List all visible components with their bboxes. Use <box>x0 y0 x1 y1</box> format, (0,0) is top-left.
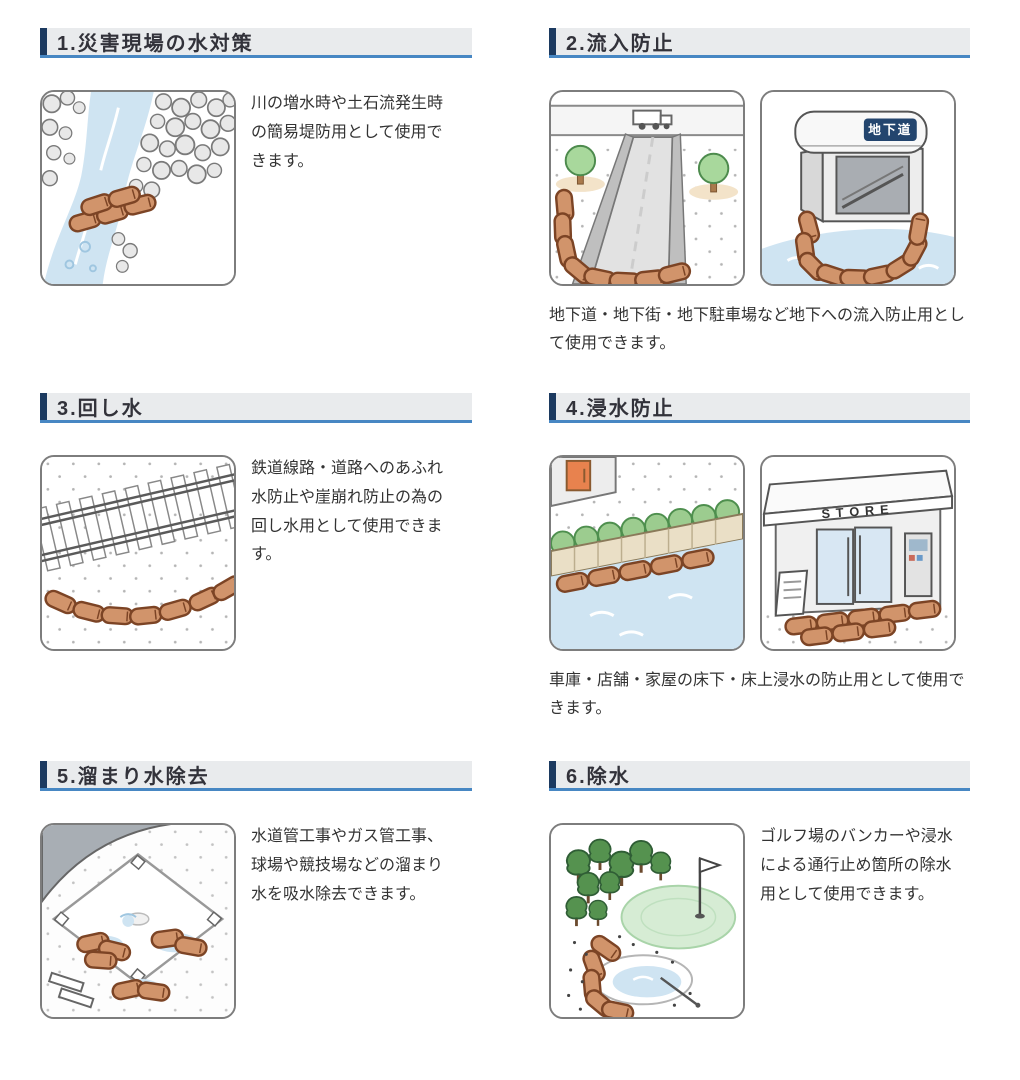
ramp <box>571 133 687 284</box>
section-title: 6.除水 <box>566 766 631 788</box>
a-frame-sign <box>774 569 809 617</box>
underground-sign <box>863 118 917 141</box>
illustration-frame <box>549 455 745 651</box>
street-wall-illustration <box>551 457 743 649</box>
river-water <box>43 92 154 284</box>
flooded-bunker <box>593 954 694 1006</box>
illustration-frame: STORE <box>760 455 956 651</box>
section-header: 3.回し水 <box>40 393 472 420</box>
section-underline <box>549 788 970 791</box>
river-dam-illustration <box>42 92 234 284</box>
section-inflow-prevention: 2.流入防止 <box>549 28 970 358</box>
building <box>551 457 617 507</box>
section-description: ゴルフ場のバンカーや浸水による通行止め箇所の除水用として使用できます。 <box>760 828 953 903</box>
awning: STORE <box>762 469 954 527</box>
specks <box>567 935 692 1011</box>
section-title: 2.流入防止 <box>566 33 675 55</box>
illustration-frame <box>549 90 745 286</box>
section-header: 1.災害現場の水対策 <box>40 28 472 55</box>
vending-machine <box>904 532 933 598</box>
underpass-structure: 地下道 <box>794 110 928 223</box>
section-underline <box>549 420 970 423</box>
boards <box>47 971 95 1009</box>
section-flood-prevention: 4.浸水防止 <box>549 393 970 723</box>
section-header: 6.除水 <box>549 761 970 788</box>
illustration-frame <box>40 823 236 1019</box>
store-sign-text: STORE <box>821 501 895 521</box>
underground-entrance-illustration: 地下道 <box>762 92 954 284</box>
illustration-frame <box>40 90 236 286</box>
illustration-frame <box>549 823 745 1019</box>
section-description: 川の増水時や土石流発生時の簡易堤防用として使用できます。 <box>251 95 444 170</box>
underpass-ramp-illustration <box>551 92 743 284</box>
underground-sign-text: 地下道 <box>868 122 912 137</box>
outfield-stand <box>42 825 172 904</box>
railway-track <box>42 463 234 572</box>
planter-wall <box>551 512 743 578</box>
section-title: 1.災害現場の水対策 <box>57 33 254 55</box>
truck <box>632 109 673 130</box>
entrance-opening <box>835 155 910 215</box>
section-underline <box>549 55 970 58</box>
section-disaster-water: 1.災害現場の水対策 <box>40 28 472 286</box>
golf-course-illustration <box>551 825 743 1017</box>
illustration-frame <box>40 455 236 651</box>
section-header: 2.流入防止 <box>549 28 970 55</box>
section-title: 4.浸水防止 <box>566 398 675 420</box>
bases <box>53 854 223 984</box>
storefront-illustration: STORE <box>762 457 954 649</box>
section-underline <box>40 55 472 58</box>
section-description: 水道管工事やガス管工事、球場や競技場などの溜まり水を吸水除去できます。 <box>251 828 444 903</box>
section-underline <box>40 420 472 423</box>
section-description: 鉄道線路・道路へのあふれ水防止や崖崩れ防止の為の回し水用として使用できます。 <box>251 460 444 564</box>
section-header: 4.浸水防止 <box>549 393 970 420</box>
section-header: 5.溜まり水除去 <box>40 761 472 788</box>
section-description: 地下道・地下街・地下駐車場など地下への流入防止用として使用できます。 <box>549 307 966 352</box>
illustration-frame: 地下道 <box>760 90 956 286</box>
section-title: 5.溜まり水除去 <box>57 766 210 788</box>
section-description: 車庫・店舗・家屋の床下・床上浸水の防止用として使用できます。 <box>549 672 965 717</box>
baseball-field-illustration <box>42 825 234 1017</box>
flag <box>695 856 723 919</box>
railroad-illustration <box>42 457 234 649</box>
section-title: 3.回し水 <box>57 398 144 420</box>
water-ripples <box>64 240 97 273</box>
putting-green <box>620 884 737 950</box>
rake <box>659 976 699 1007</box>
section-water-removal: 6.除水 <box>549 761 970 1019</box>
section-underline <box>40 788 472 791</box>
section-water-diversion: 3.回し水 <box>40 393 472 651</box>
section-standing-water-removal: 5.溜まり水除去 <box>40 761 472 1019</box>
